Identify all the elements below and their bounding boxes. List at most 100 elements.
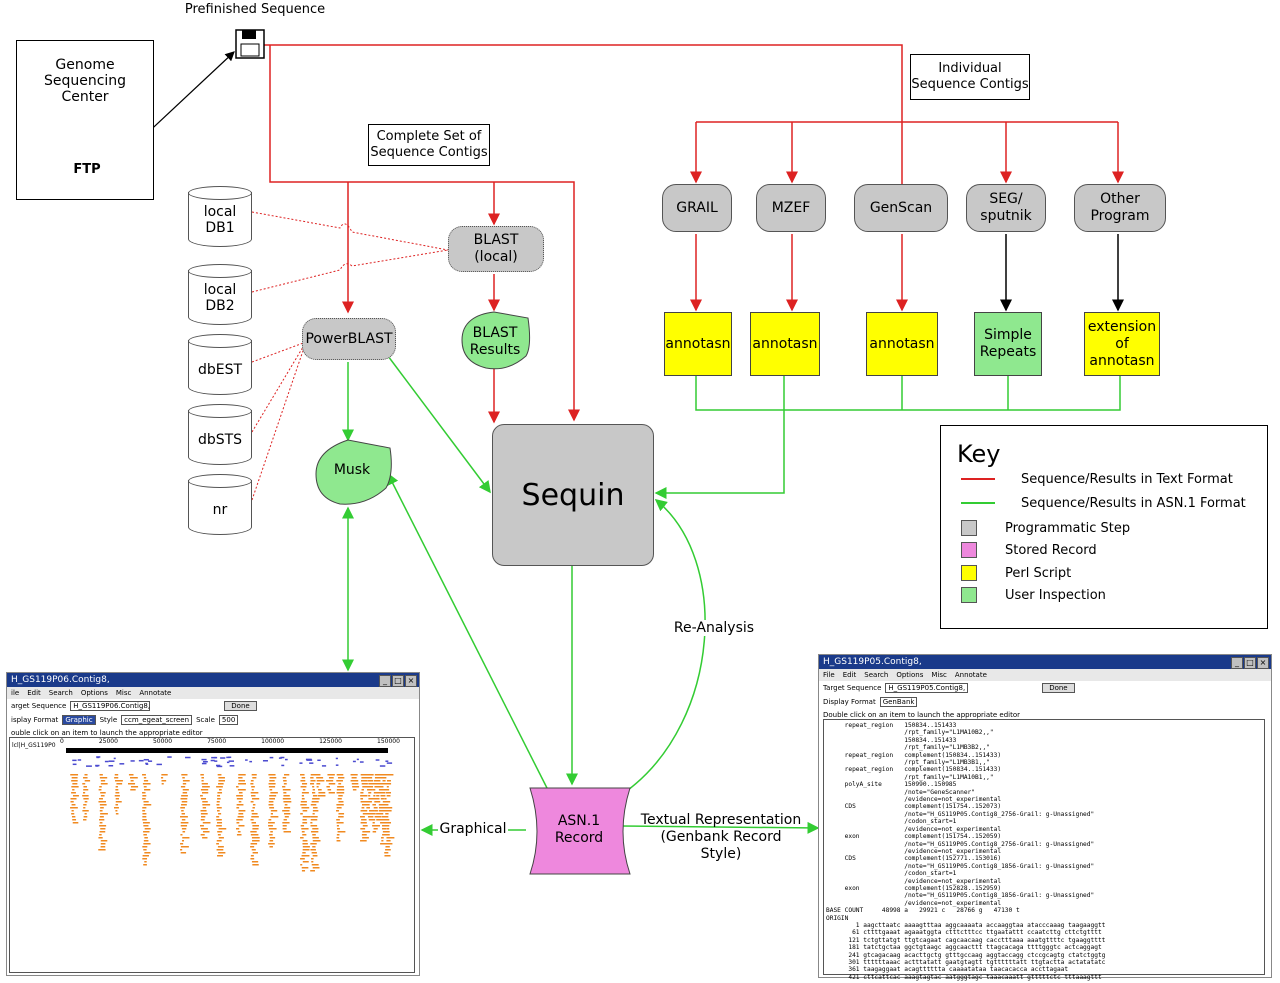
feature-mark	[361, 834, 367, 836]
genbank-pane[interactable]: repeat_region 150834..151433 /rpt_family…	[823, 719, 1265, 981]
feature-mark	[385, 801, 391, 803]
other-program-node[interactable]: Other Program	[1074, 184, 1166, 232]
annotasn-mzef[interactable]: annotasn	[750, 312, 820, 376]
feature-mark	[278, 757, 282, 759]
close-button[interactable]: ×	[1257, 657, 1269, 669]
feature-mark	[115, 789, 119, 791]
grail-node[interactable]: GRAIL	[662, 184, 732, 232]
menu-misc[interactable]: Misc	[931, 671, 947, 679]
feature-mark	[384, 855, 391, 857]
menu-search[interactable]: Search	[48, 689, 73, 697]
feature-mark	[72, 759, 77, 762]
powerblast-node[interactable]: PowerBLAST	[302, 318, 396, 360]
extension-annotasn[interactable]: extension of annotasn	[1084, 312, 1160, 376]
menu-edit[interactable]: Edit	[842, 671, 857, 679]
feature-mark	[84, 801, 88, 803]
feature-mark	[216, 849, 224, 851]
blast-results-node[interactable]	[461, 311, 531, 370]
done-button[interactable]: Done	[1042, 683, 1075, 693]
feature-mark	[71, 780, 78, 782]
feature-mark	[251, 849, 256, 851]
menu-file[interactable]: File	[823, 671, 835, 679]
style-select[interactable]: ccm_egeat_screen	[121, 715, 193, 725]
annotasn-grail[interactable]: annotasn	[664, 312, 732, 376]
blast-local-node[interactable]: BLAST (local)	[448, 226, 544, 272]
target-select[interactable]: H_GS119P05.Contig8,	[885, 683, 969, 693]
simple-repeats[interactable]: Simple Repeats	[974, 312, 1042, 376]
feature-mark	[310, 822, 313, 824]
annotasn-genscan[interactable]: annotasn	[866, 312, 938, 376]
feature-mark	[218, 780, 225, 782]
feature-mark	[301, 855, 310, 857]
feature-mark	[252, 864, 259, 866]
menu-edit[interactable]: Edit	[27, 689, 41, 697]
sequin-node[interactable]: Sequin	[492, 424, 654, 566]
feature-mark	[372, 831, 377, 833]
feature-mark	[378, 816, 382, 818]
asn1-node[interactable]	[529, 787, 631, 875]
feature-mark	[181, 774, 188, 776]
feature-mark	[360, 822, 367, 824]
display-select[interactable]: GenBank	[879, 697, 918, 707]
menu-misc[interactable]: Misc	[115, 689, 132, 697]
feature-mark	[379, 765, 386, 767]
close-button[interactable]: ×	[405, 675, 417, 687]
feature-mark	[301, 831, 305, 833]
feature-mark	[250, 831, 257, 833]
menu-options[interactable]: Options	[80, 689, 108, 697]
feature-mark	[302, 819, 307, 821]
feature-mark	[72, 783, 78, 785]
feature-mark	[384, 819, 390, 821]
done-button[interactable]: Done	[224, 701, 257, 711]
display-select[interactable]: Graphic	[62, 715, 96, 725]
feature-mark	[381, 819, 385, 821]
feature-mark	[269, 777, 277, 779]
feature-mark	[268, 804, 274, 806]
seg-sputnik-node[interactable]: SEG/ sputnik	[966, 184, 1046, 232]
feature-mark	[84, 813, 87, 815]
feature-mark	[268, 834, 273, 836]
feature-mark	[367, 816, 374, 818]
target-select[interactable]: H_GS119P06.Contig8,	[70, 701, 151, 711]
musk-node[interactable]	[315, 439, 392, 505]
feature-mark	[100, 792, 106, 794]
maximize-button[interactable]: □	[1244, 657, 1256, 669]
feature-mark	[284, 758, 288, 761]
menu-search[interactable]: Search	[864, 671, 889, 679]
feature-mark	[142, 807, 147, 809]
maximize-button[interactable]: □	[392, 675, 404, 687]
feature-mark	[310, 816, 318, 818]
minimize-button[interactable]: _	[379, 675, 391, 687]
feature-mark	[270, 810, 278, 812]
feature-mark	[161, 780, 167, 782]
feature-mark	[270, 816, 279, 818]
feature-mark	[115, 780, 123, 782]
feature-mark	[269, 756, 274, 759]
feature-mark	[251, 786, 255, 788]
minimize-button[interactable]: _	[1231, 657, 1243, 669]
menu-file[interactable]: ile	[11, 689, 20, 697]
feature-mark	[373, 807, 378, 809]
feature-mark	[281, 764, 285, 767]
feature-mark	[237, 816, 244, 818]
feature-mark	[144, 852, 151, 854]
feature-mark	[143, 825, 149, 827]
feature-mark	[202, 804, 211, 806]
feature-mark	[99, 831, 106, 833]
feature-mark	[380, 810, 386, 812]
feature-mark	[338, 816, 344, 818]
feature-mark	[384, 777, 387, 779]
mzef-node[interactable]: MZEF	[756, 184, 826, 232]
feature-mark	[380, 795, 386, 797]
feature-mark	[302, 852, 306, 854]
scale-select[interactable]: 500	[218, 715, 239, 725]
feature-mark	[381, 804, 388, 806]
feature-mark	[382, 828, 387, 830]
genscan-node[interactable]: GenScan	[854, 184, 948, 232]
menu-options[interactable]: Options	[896, 671, 924, 679]
feature-mark	[301, 795, 304, 797]
menu-annotate[interactable]: Annotate	[139, 689, 172, 697]
feature-mark	[143, 840, 149, 842]
menu-annotate[interactable]: Annotate	[954, 671, 987, 679]
